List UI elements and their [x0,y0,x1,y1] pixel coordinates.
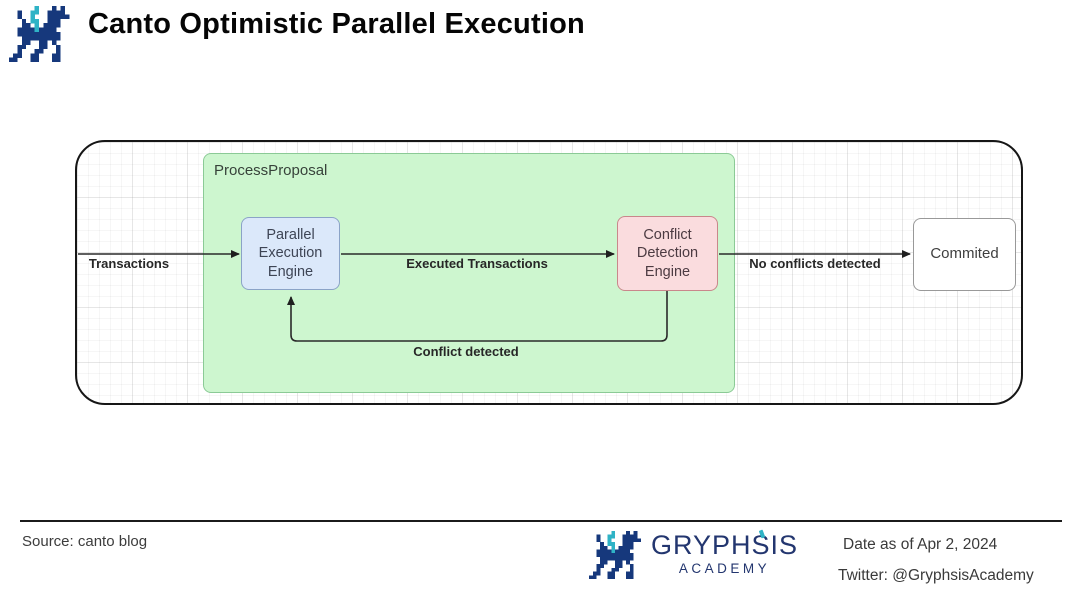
brand-name-text: GRYPHSIS [651,530,799,560]
node-committed-label: Commited [930,245,999,263]
edge-label-transactions: Transactions [88,256,170,271]
node-conflict-detection-engine: Conflict Detection Engine [617,216,718,291]
node-conflict-label: Conflict Detection Engine [636,227,699,280]
date-note: Date as of Apr 2, 2024 [843,536,998,553]
node-committed: Commited [913,218,1016,291]
edge-label-no-conflicts-detected: No conflicts detected [749,256,881,271]
gryphsis-dragon-icon [589,531,641,579]
page-title: Canto Optimistic Parallel Execution [88,8,585,40]
edge-label-executed-transactions: Executed Transactions [406,256,548,271]
brand-subtitle: ACADEMY [678,561,771,576]
node-parallel-label: Parallel Execution Engine [258,227,323,280]
footer-divider [20,520,1062,522]
gryphsis-academy-logo: GRYPHSIS ACADEMY [651,529,799,576]
gryphsis-dragon-icon [8,6,70,62]
node-parallel-execution-engine: Parallel Execution Engine [241,217,340,290]
twitter-handle: Twitter: @GryphsisAcademy [838,567,1034,584]
source-credit: Source: canto blog [22,533,148,550]
edge-label-conflict-detected: Conflict detected [413,344,519,359]
brand-name: GRYPHSIS [651,529,799,560]
process-proposal-label: ProcessProposal [214,162,328,179]
